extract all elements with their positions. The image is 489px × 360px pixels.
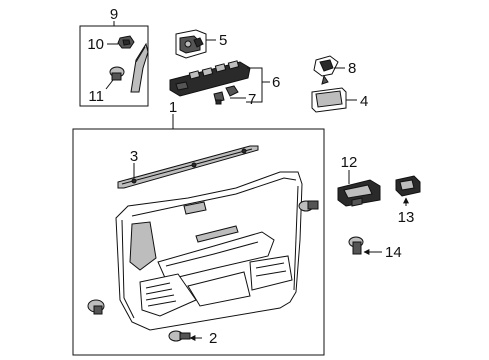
callout-4: 4 [360, 93, 368, 110]
callout-6: 6 [272, 74, 280, 91]
group-box-1 [72, 128, 325, 356]
part-9-trim-strip [130, 42, 149, 93]
part-12-switch [337, 179, 381, 207]
part-13-knob [395, 175, 421, 197]
callout-10: 10 [87, 36, 104, 53]
callout-14: 14 [385, 244, 402, 261]
callout-9: 9 [110, 6, 118, 23]
callout-11: 11 [88, 88, 104, 105]
part-10-clip [117, 35, 135, 49]
part-6-window-switch-panel [169, 60, 251, 97]
callout-12: 12 [341, 154, 358, 171]
part-8-clip [313, 55, 339, 85]
part-7-clip-right [225, 85, 239, 97]
part-14-screw [348, 236, 364, 255]
door-trim-panel [115, 171, 303, 331]
part-7-clip-left [213, 91, 225, 105]
part-3-upper-molding [117, 145, 259, 189]
callout-5: 5 [219, 32, 227, 49]
callout-13: 13 [398, 209, 415, 226]
callout-3: 3 [130, 148, 138, 165]
part-4-bezel [311, 87, 347, 113]
callout-8: 8 [348, 60, 356, 77]
callout-7: 7 [248, 91, 256, 108]
part-2-panel-clip [168, 330, 191, 342]
callout-2: 2 [209, 330, 217, 347]
leader-6-bracket [246, 67, 263, 103]
callout-1: 1 [169, 99, 177, 116]
right-panel-clip [298, 200, 319, 212]
left-panel-clip [87, 299, 105, 315]
part-11-push-clip [109, 66, 125, 81]
part-5-switch-bracket [175, 29, 207, 59]
leader-11 [105, 79, 114, 90]
